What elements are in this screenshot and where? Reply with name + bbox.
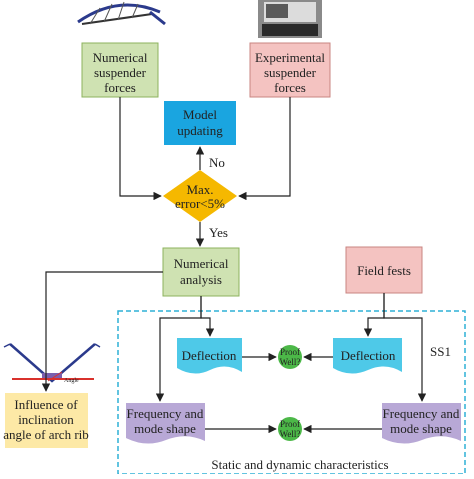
freq-right-line-1: Frequency and: [383, 406, 460, 421]
edge-field-to-frequency: [383, 293, 427, 402]
influence-line-2: inclination: [18, 412, 74, 427]
decision-node: Max. error<5%: [163, 170, 237, 222]
deflection-left-node: Deflection: [177, 338, 242, 374]
edge-analysis-to-deflection: [200, 296, 215, 337]
bridge-model-image: [77, 1, 166, 26]
arch-rib-illustration: Angle: [3, 343, 101, 384]
edge-label-no: No: [209, 155, 225, 170]
proof-bottom-line-2: Well?: [280, 429, 301, 439]
decision-line-1: Max.: [186, 182, 213, 197]
numerical-analysis-line-2: analysis: [180, 272, 222, 287]
ss1-group-border: [117, 310, 466, 475]
deflection-right-label: Deflection: [341, 348, 396, 363]
model-updating-line-1: Model: [183, 107, 217, 122]
experimental-forces-line-2: suspender: [264, 65, 317, 80]
edge-numerical-to-decision: [119, 97, 162, 201]
numerical-forces-line-2: suspender: [94, 65, 147, 80]
numerical-forces-node: Numerical suspender forces: [81, 42, 159, 98]
freq-right-line-2: mode shape: [390, 421, 452, 436]
numerical-analysis-node: Numerical analysis: [162, 247, 240, 297]
experimental-forces-node: Experimental suspender forces: [249, 42, 331, 98]
edge-analysis-to-influence: [41, 271, 163, 392]
proof-top-line-2: Well?: [280, 357, 301, 367]
decision-line-2: error<5%: [175, 196, 225, 211]
freq-left-line-2: mode shape: [134, 421, 196, 436]
model-updating-node: Model updating: [164, 101, 236, 145]
edge-field-to-deflection: [363, 293, 385, 337]
freq-left-line-1: Frequency and: [127, 406, 204, 421]
numerical-forces-line-1: Numerical: [93, 50, 148, 65]
proof-bottom-node: Proof Well?: [278, 417, 302, 441]
field-tests-line-1: Field fests: [357, 263, 411, 278]
influence-line-1: Influence of: [14, 397, 78, 412]
experimental-forces-line-1: Experimental: [255, 50, 325, 65]
field-tests-node: Field fests: [345, 246, 423, 294]
edge-analysis-to-frequency: [155, 296, 202, 402]
influence-node: Influence of inclination angle of arch r…: [3, 393, 89, 448]
model-updating-line-2: updating: [177, 123, 223, 138]
edge-label-yes: Yes: [209, 225, 228, 240]
connectors: [41, 97, 427, 434]
test-equipment-photo: [258, 0, 322, 38]
numerical-forces-line-3: forces: [104, 80, 136, 95]
edge-experimental-to-decision: [238, 97, 291, 201]
numerical-analysis-line-1: Numerical: [174, 256, 229, 271]
freq-left-node: Frequency and mode shape: [126, 403, 205, 444]
deflection-left-label: Deflection: [182, 348, 237, 363]
ss1-label: SS1: [430, 344, 451, 359]
angle-label: Angle: [64, 378, 79, 384]
proof-top-line-1: Proof: [280, 347, 300, 357]
influence-line-3: angle of arch rib: [3, 427, 89, 442]
freq-right-node: Frequency and mode shape: [382, 403, 461, 444]
deflection-right-node: Deflection: [333, 338, 402, 374]
proof-top-node: Proof Well?: [278, 345, 302, 369]
experimental-forces-line-3: forces: [274, 80, 306, 95]
proof-bottom-line-1: Proof: [280, 419, 300, 429]
group-caption: Static and dynamic characteristics: [211, 457, 388, 472]
